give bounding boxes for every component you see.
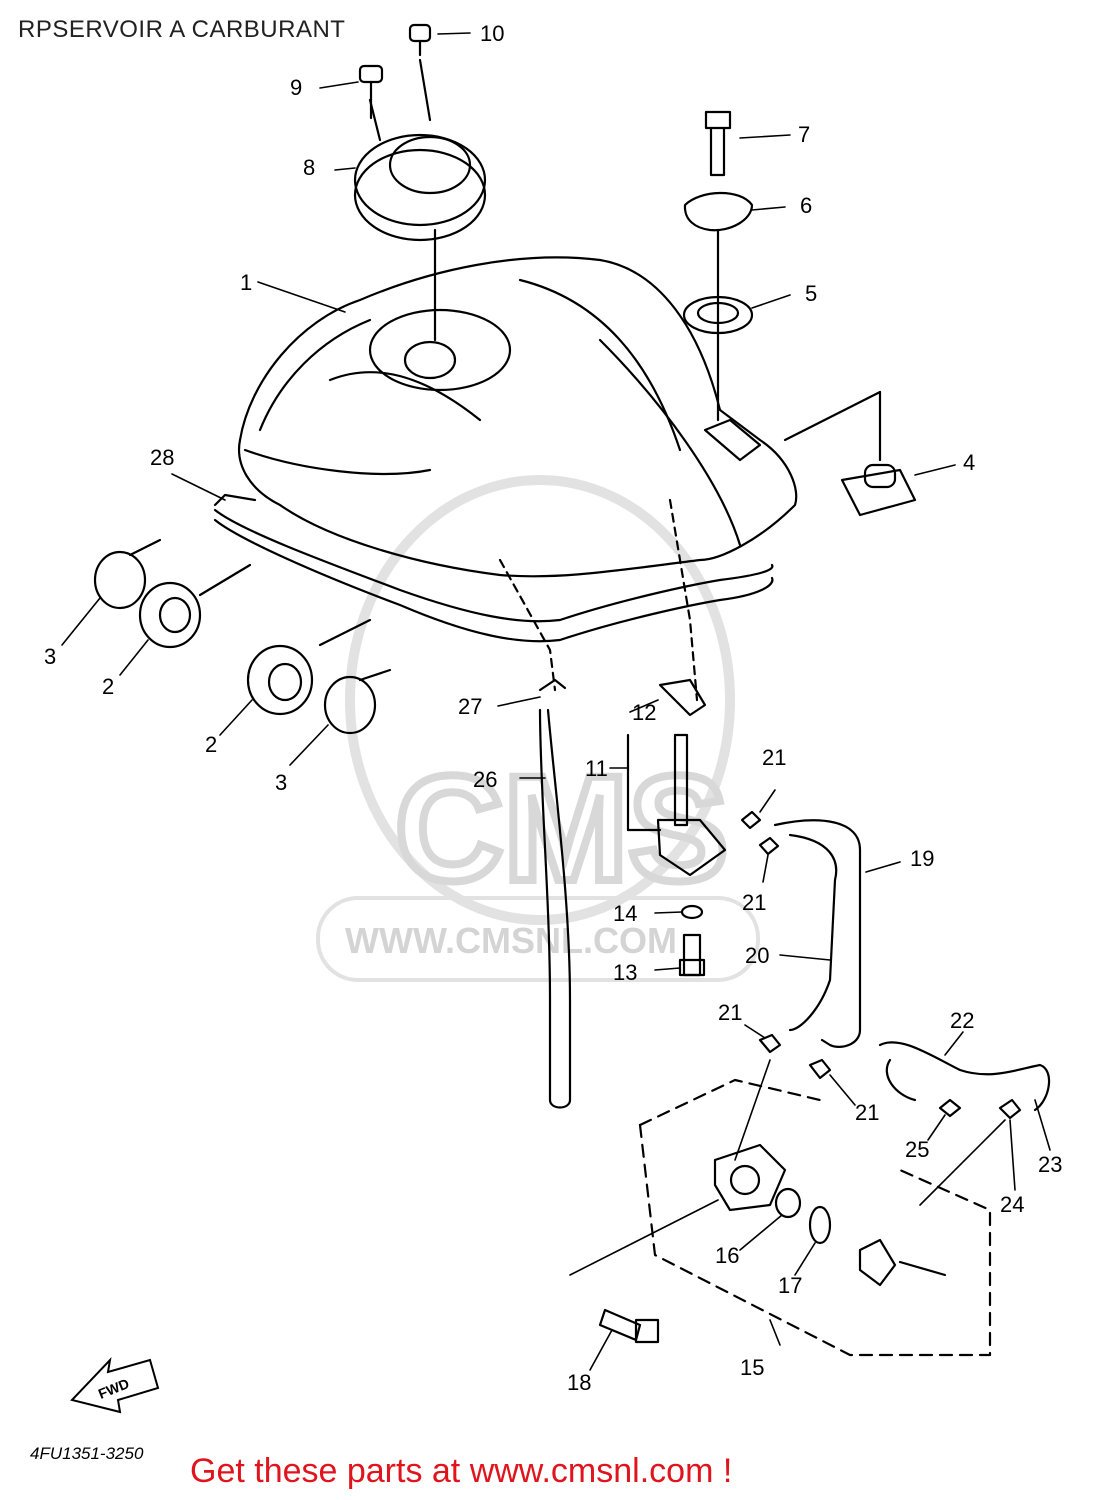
callout-27: 27 — [458, 694, 482, 719]
callout-13: 13 — [613, 960, 637, 985]
bolt-18 — [598, 1308, 660, 1344]
nut-16 — [774, 1187, 802, 1219]
callout-2b: 2 — [205, 732, 217, 757]
callout-4: 4 — [963, 450, 975, 475]
callout-19: 19 — [910, 846, 934, 871]
callout-21b: 21 — [742, 890, 766, 915]
callout-2a: 2 — [102, 674, 114, 699]
clip-24 — [998, 1098, 1022, 1120]
grommet-2a — [138, 581, 202, 649]
watermark-url: WWW.CMSNL.COM — [345, 920, 677, 961]
callout-26: 26 — [473, 767, 497, 792]
callout-7: 7 — [798, 122, 810, 147]
clip-21b — [758, 836, 780, 856]
callout-11: 11 — [585, 756, 608, 781]
callout-5: 5 — [805, 281, 817, 306]
callout-leaders — [61, 32, 1051, 1371]
callout-3b: 3 — [275, 770, 287, 795]
clamp-3a — [93, 538, 162, 610]
watermark-logo: CMS — [395, 744, 728, 912]
leader-lines — [498, 498, 699, 702]
callout-16: 16 — [715, 1243, 739, 1268]
callout-8: 8 — [303, 155, 315, 180]
fwd-arrow: FWD — [70, 1356, 160, 1414]
damper-5 — [682, 295, 754, 335]
callout-21a: 21 — [762, 745, 786, 770]
clip-27 — [538, 678, 567, 692]
clip-21a — [740, 810, 762, 830]
hose-20 — [788, 833, 838, 1032]
clip-25 — [938, 1098, 962, 1118]
fuel-tank — [237, 256, 798, 578]
fuel-pump — [713, 1143, 787, 1212]
callout-24: 24 — [1000, 1192, 1024, 1217]
callout-12: 12 — [632, 700, 656, 725]
callout-20: 20 — [745, 943, 769, 968]
callout-21c: 21 — [718, 1000, 742, 1025]
diagram-code: 4FU1351-3250 — [30, 1444, 144, 1463]
bolt-9 — [358, 64, 384, 120]
trim-strip — [213, 493, 774, 643]
callout-15: 15 — [740, 1355, 764, 1380]
callout-10: 10 — [480, 21, 504, 46]
bracket-pump — [858, 1238, 947, 1287]
hose-19 — [773, 819, 862, 1048]
callout-28: 28 — [150, 445, 174, 470]
clamp-3b — [323, 668, 392, 735]
cap-ring — [353, 133, 487, 242]
bolt-7 — [704, 110, 732, 177]
callout-25: 25 — [905, 1137, 929, 1162]
callout-21d: 21 — [855, 1100, 879, 1125]
callout-3a: 3 — [44, 644, 56, 669]
callout-6: 6 — [800, 193, 812, 218]
callout-9: 9 — [290, 75, 302, 100]
bolt-10 — [408, 23, 432, 57]
bolt-13 — [678, 933, 706, 977]
callout-22: 22 — [950, 1008, 974, 1033]
fuel-pump-group — [638, 1078, 992, 1357]
hose-26 — [538, 708, 572, 1109]
callout-18: 18 — [567, 1370, 591, 1395]
promo-link[interactable]: Get these parts at www.cmsnl.com ! — [190, 1452, 733, 1490]
callout-14: 14 — [613, 901, 637, 926]
callout-17: 17 — [778, 1273, 802, 1298]
grommet-2b — [246, 644, 314, 716]
leader-lines-solid — [198, 58, 882, 647]
clip-21d — [808, 1058, 832, 1080]
o-ring-17 — [808, 1205, 832, 1245]
hose-22 — [878, 1041, 1051, 1112]
strainer-12 — [658, 678, 707, 717]
callout-numbers: 1 2 2 3 3 4 5 6 7 8 9 10 11 12 13 14 15 … — [44, 21, 1062, 1395]
damper-4 — [840, 463, 917, 517]
callout-1: 1 — [240, 270, 252, 295]
fuel-cock-11 — [626, 733, 727, 877]
clip-21c — [758, 1033, 782, 1054]
page-title: RPSERVOIR A CARBURANT — [18, 16, 346, 43]
bracket-6 — [683, 191, 754, 232]
callout-23: 23 — [1038, 1152, 1062, 1177]
